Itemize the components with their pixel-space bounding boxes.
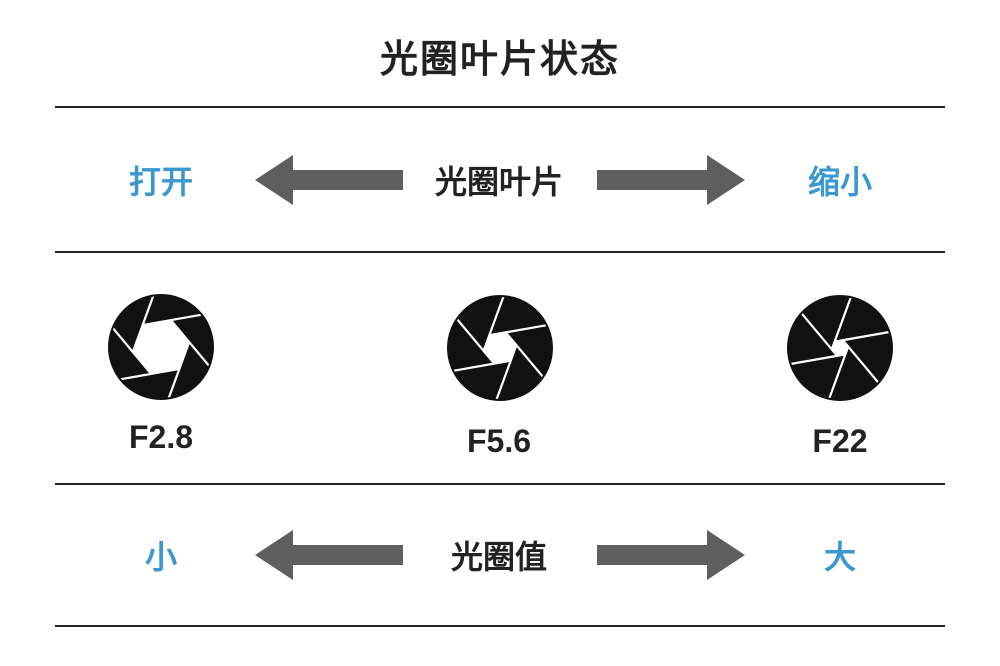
aperture-blade-edge — [456, 318, 496, 365]
aperture-ring — [787, 295, 893, 401]
shrink-label: 缩小 — [807, 163, 873, 201]
left-arrow-icon — [255, 155, 403, 205]
f-number-f56: F5.6 — [466, 423, 532, 459]
aperture-ring — [108, 294, 214, 400]
aperture-open-icon — [108, 294, 214, 400]
aperture-blade-edge — [142, 313, 202, 327]
f-number-f28: F2.8 — [128, 419, 194, 455]
aperture-blade-edge — [169, 319, 211, 367]
aperture-medium-icon — [447, 295, 553, 401]
divider-upper-middle — [55, 251, 945, 253]
aperture-blade-edge — [131, 295, 155, 353]
diagram-title: 光圈叶片状态 — [379, 37, 620, 81]
aperture-small-icon — [787, 295, 893, 401]
aperture-blade-edge — [834, 330, 890, 343]
aperture-blade-edge — [489, 324, 547, 337]
large-label: 大 — [823, 538, 857, 576]
aperture-blade-edge — [495, 344, 518, 401]
aperture-ring — [447, 295, 553, 401]
right-arrow-icon — [597, 155, 745, 205]
open-label: 打开 — [128, 163, 194, 201]
aperture-opening — [831, 340, 849, 356]
aperture-blade-edge — [504, 331, 544, 378]
aperture-opening — [483, 332, 517, 364]
aperture-blade-edge — [111, 327, 153, 375]
aperture-opening — [132, 320, 190, 374]
divider-lower-middle — [55, 483, 945, 485]
divider-top — [55, 106, 945, 108]
right-arrow-icon — [597, 530, 745, 580]
aperture-value-label: 光圈值 — [450, 538, 548, 576]
aperture-blade-edge — [482, 295, 505, 352]
f-number-f22: F22 — [812, 423, 868, 459]
small-label: 小 — [144, 538, 178, 576]
left-arrow-icon — [255, 530, 403, 580]
aperture-blade-edge — [167, 341, 191, 399]
aperture-blade-edge — [120, 367, 180, 381]
aperture-blade-edge — [453, 359, 511, 372]
aperture-blades-label: 光圈叶片 — [434, 163, 564, 201]
divider-bottom — [55, 625, 945, 627]
